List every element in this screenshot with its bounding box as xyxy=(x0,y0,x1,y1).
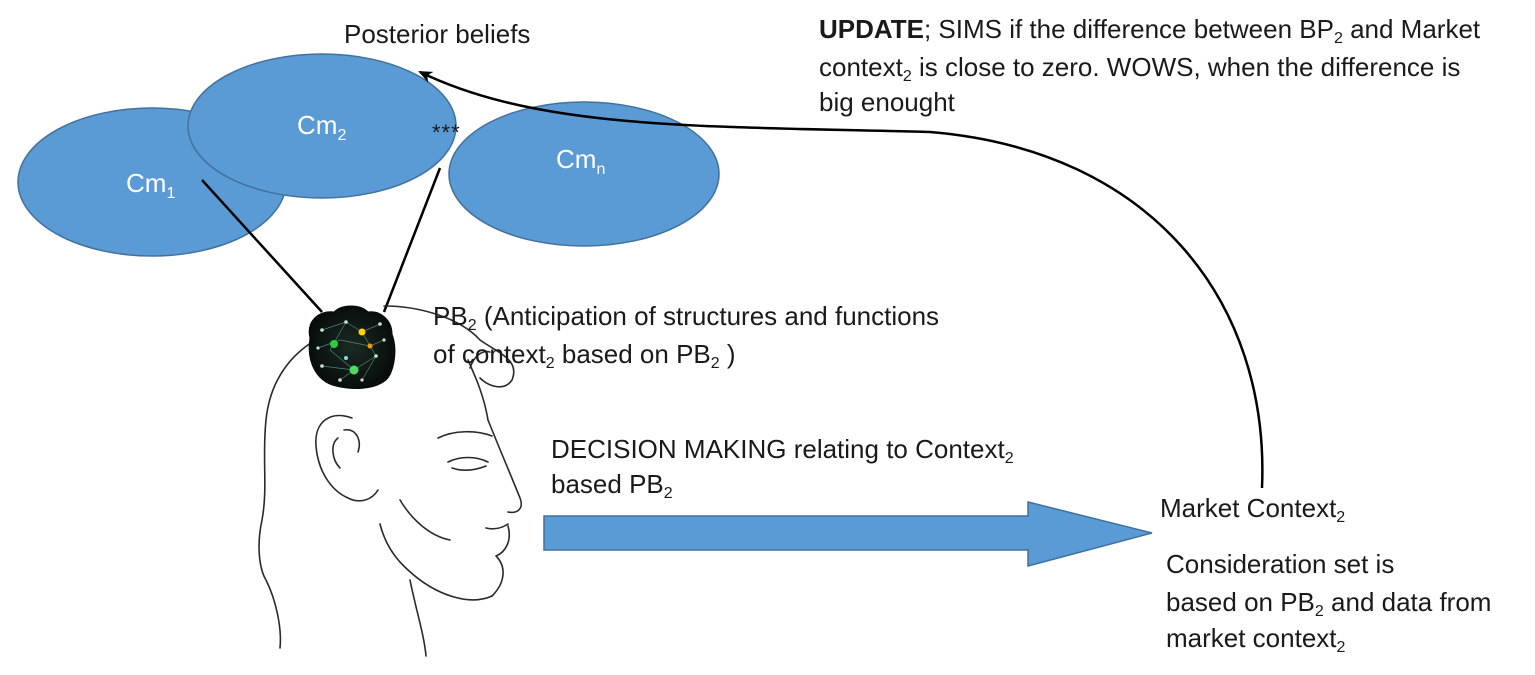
decision-line1-sub: 2 xyxy=(1004,450,1014,467)
decision-arrow xyxy=(543,501,1153,567)
anticipation-line1-sub: 2 xyxy=(467,317,477,334)
anticipation-line2-a: of context xyxy=(433,339,546,369)
posterior-beliefs-title: Posterior beliefs xyxy=(344,19,531,49)
update-line2-b: is close to zero. WOWS, when the differe… xyxy=(911,52,1461,82)
anticipation-line2-sub: 2 xyxy=(545,355,555,372)
cluster-label-sub: 2 xyxy=(337,127,347,144)
market-context-a: Market Context xyxy=(1160,493,1337,523)
consideration-line2-sub: 2 xyxy=(1314,603,1324,620)
head-drawing xyxy=(258,305,523,657)
decision-line2-sub: 2 xyxy=(663,485,673,502)
connector-line-cmn xyxy=(382,167,442,313)
decision-text-line2: based PB2 xyxy=(551,468,673,502)
anticipation-text-line2: of context2 based on PB2 ) xyxy=(433,338,736,372)
cluster-ellipse-cmn xyxy=(448,101,720,247)
anticipation-line2-c: ) xyxy=(719,339,736,369)
update-line1-b: and Market xyxy=(1342,14,1481,44)
update-line2-sub: 2 xyxy=(902,68,912,85)
update-line1-sub: 2 xyxy=(1333,30,1343,47)
update-line2-a: context xyxy=(819,52,903,82)
anticipation-text-line1: PB2 (Anticipation of structures and func… xyxy=(433,300,940,334)
cluster-label-cm2: Cm2 xyxy=(297,110,347,144)
market-context-sub: 2 xyxy=(1336,509,1346,526)
cluster-label-base: Cm xyxy=(556,144,597,174)
cluster-ellipse-cm2 xyxy=(187,53,457,199)
market-context-label: Market Context2 xyxy=(1160,492,1346,526)
connector-line-cm1 xyxy=(201,179,323,313)
decision-line2-a: based PB xyxy=(551,469,664,499)
cluster-label-cmn: Cmn xyxy=(556,144,606,178)
cluster-label-cm1: Cm1 xyxy=(126,168,176,202)
update-text-line2: context2 is close to zero. WOWS, when th… xyxy=(819,51,1461,85)
consideration-text-line1: Consideration set is xyxy=(1166,549,1395,579)
cluster-label-sub: n xyxy=(596,161,606,178)
update-feedback-arrow xyxy=(418,70,1264,489)
consideration-text-line2: based on PB2 and data from xyxy=(1166,586,1492,620)
anticipation-line1-b: (Anticipation of structures and function… xyxy=(476,301,940,331)
update-line1-a: ; SIMS if the difference between BP xyxy=(923,14,1334,44)
update-text-line1: UPDATE; SIMS if the difference between B… xyxy=(819,13,1481,47)
anticipation-line1-a: PB xyxy=(433,301,468,331)
anticipation-line2-b: based on PB xyxy=(554,339,711,369)
consideration-line3-sub: 2 xyxy=(1336,639,1346,656)
decision-line1-a: DECISION MAKING relating to Context xyxy=(551,434,1005,464)
update-keyword: UPDATE xyxy=(819,14,924,44)
consideration-text-line3: market context2 xyxy=(1166,622,1346,656)
consideration-line3-a: market context xyxy=(1166,623,1337,653)
brain-network-image xyxy=(308,305,396,389)
cluster-ellipsis: *** xyxy=(432,120,461,145)
cluster-label-base: Cm xyxy=(126,168,167,198)
cluster-label-sub: 1 xyxy=(166,185,176,202)
consideration-line2-a: based on PB xyxy=(1166,587,1315,617)
update-text-line3: big enought xyxy=(819,87,955,117)
cluster-label-base: Cm xyxy=(297,110,338,140)
anticipation-line2-sub2: 2 xyxy=(710,355,720,372)
decision-text-line1: DECISION MAKING relating to Context2 xyxy=(551,433,1014,467)
consideration-line2-b: and data from xyxy=(1323,587,1492,617)
